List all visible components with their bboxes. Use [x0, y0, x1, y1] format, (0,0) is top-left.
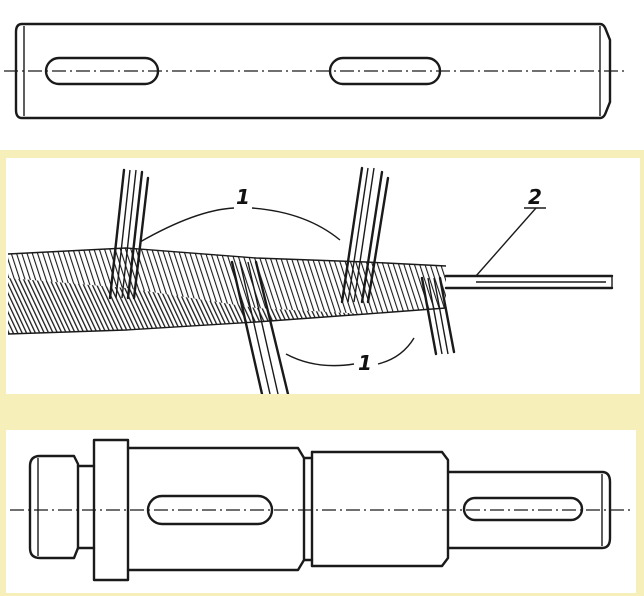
keyway-small [462, 496, 584, 522]
shaft-main-section [126, 446, 306, 572]
winding-drawing: 1 1 2 [7, 166, 614, 394]
wound-cylinder [7, 247, 447, 335]
bottom-panel [6, 430, 636, 593]
strand-top-right [340, 166, 390, 304]
top-panel [0, 0, 644, 150]
stepped-shaft-drawing [10, 438, 632, 582]
shaft-left-end [28, 454, 80, 560]
middle-panel: 1 1 2 [6, 158, 640, 394]
callout-leaders-1 [139, 207, 415, 367]
callout-label-2: 2 [528, 185, 542, 209]
callout-leader-2 [475, 207, 537, 277]
callout-label-1-top: 1 [236, 185, 250, 209]
rod [444, 274, 614, 290]
strand-bottom-left [230, 260, 290, 394]
callout-label-1-bottom: 1 [358, 351, 372, 375]
shaft-middle-section [310, 450, 450, 568]
strand-bottom-right [420, 276, 456, 356]
plain-shaft-drawing [4, 22, 628, 120]
strand-top-left [108, 168, 150, 300]
